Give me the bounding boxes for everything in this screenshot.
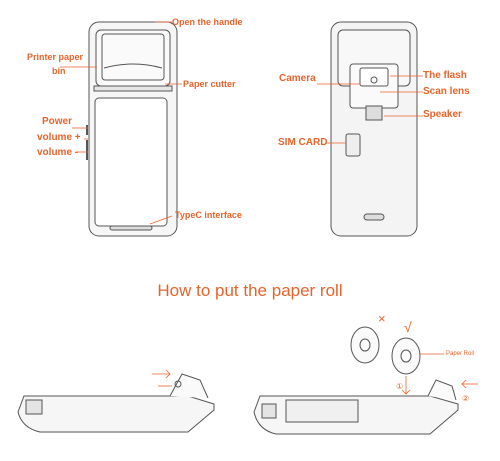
arrow-handle-right-head bbox=[461, 379, 467, 389]
label-speaker: Speaker bbox=[423, 109, 462, 120]
label-paper-cutter: Paper cutter bbox=[183, 79, 236, 89]
printer-cover bbox=[101, 33, 165, 81]
front-device bbox=[86, 21, 178, 237]
step-1-mark: ① bbox=[396, 382, 404, 391]
roll-right-core bbox=[400, 349, 412, 363]
paper-roll-right bbox=[391, 337, 421, 375]
label-open-handle: Open the handle bbox=[172, 17, 243, 27]
printer-bin bbox=[95, 29, 171, 87]
section-title: How to put the paper roll bbox=[157, 281, 343, 300]
front-leaders bbox=[60, 21, 182, 225]
label-scan-lens: Scan lens bbox=[423, 86, 470, 97]
side-body-left bbox=[17, 395, 215, 433]
right-mark: √ bbox=[404, 319, 412, 335]
speaker-grille bbox=[365, 105, 383, 121]
label-paper-roll: Paper Roll bbox=[446, 351, 475, 357]
leader-typec bbox=[149, 215, 173, 225]
label-flash: The flash bbox=[423, 70, 467, 81]
paper-roll-curve bbox=[103, 63, 163, 69]
roll-wrong-core bbox=[359, 338, 371, 352]
handle-pivot-left bbox=[174, 380, 182, 388]
label-power: Power bbox=[42, 116, 73, 127]
side-grille-left bbox=[25, 399, 43, 415]
back-device bbox=[330, 21, 418, 237]
camera-lens bbox=[370, 76, 378, 84]
paper-cutter-bar bbox=[93, 85, 173, 92]
paper-roll-wrong bbox=[350, 326, 380, 364]
label-typec: TypeC interface bbox=[175, 210, 242, 220]
side-grille-right bbox=[261, 403, 277, 419]
arrow-left-1-head bbox=[165, 369, 171, 379]
arrow-roll-down-head bbox=[401, 389, 411, 395]
open-handle-right bbox=[427, 379, 457, 401]
open-handle-left bbox=[169, 373, 209, 399]
typec-port bbox=[109, 225, 153, 231]
roll-arrows bbox=[401, 353, 478, 395]
label-printer-bin-1: Printer paper bbox=[27, 52, 84, 62]
label-printer-bin-2: bin bbox=[52, 66, 66, 76]
side-view-left bbox=[17, 373, 215, 433]
label-volume-down: volume - bbox=[37, 147, 79, 158]
label-volume-up: volume + bbox=[37, 132, 81, 143]
front-screen bbox=[94, 97, 168, 227]
step-2-mark: ② bbox=[462, 394, 470, 403]
label-sim-card: SIM CARD bbox=[278, 137, 328, 148]
label-camera: Camera bbox=[279, 73, 316, 84]
side-view-right bbox=[253, 379, 459, 435]
wrong-mark: × bbox=[378, 311, 386, 326]
side-rib-panel bbox=[285, 399, 359, 423]
back-slot bbox=[363, 213, 385, 221]
arrows-left bbox=[152, 369, 172, 387]
sim-cover bbox=[345, 133, 361, 157]
back-leaders bbox=[317, 75, 423, 144]
